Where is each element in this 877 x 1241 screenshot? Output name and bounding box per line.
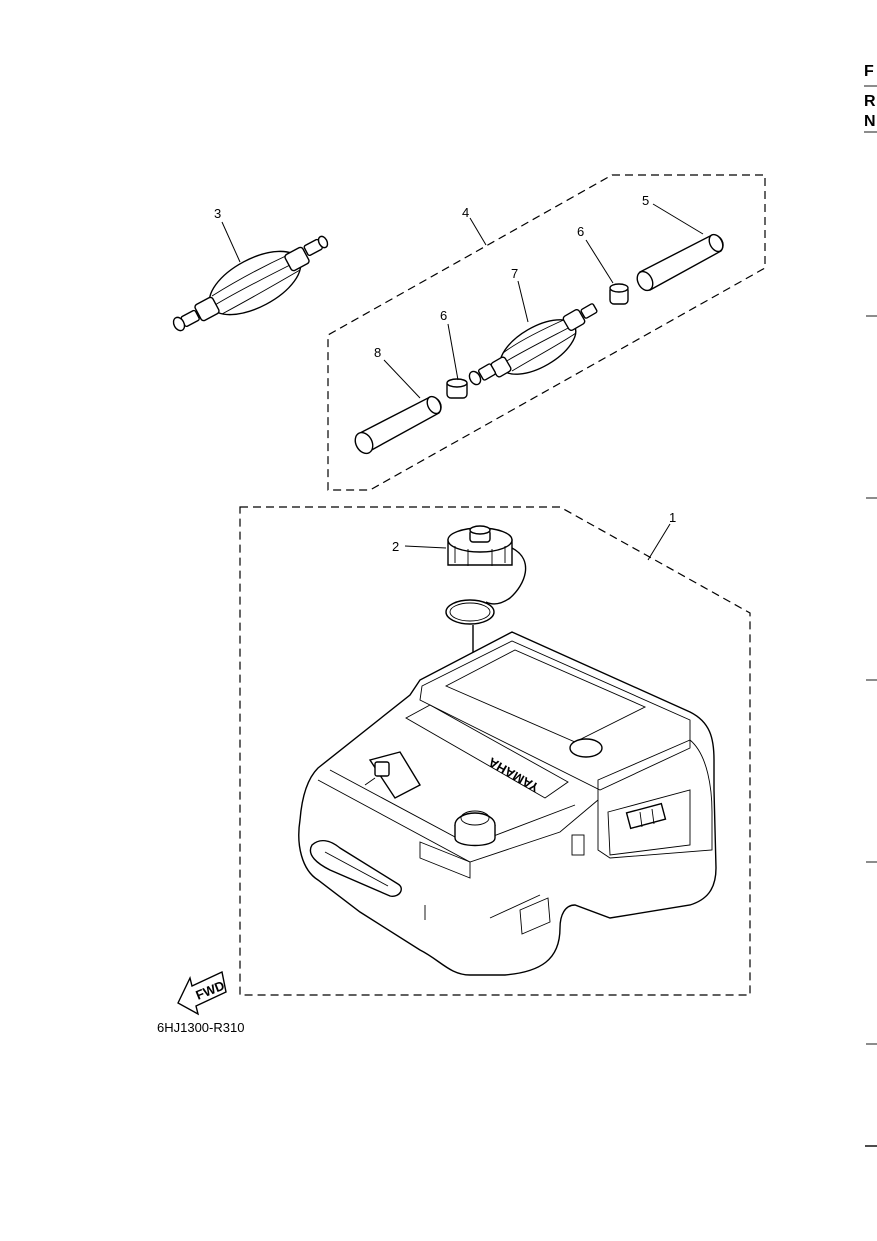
callout-5: 5 bbox=[642, 193, 649, 208]
callout-6-lower: 6 bbox=[440, 308, 447, 323]
part-2-fuel-cap bbox=[445, 525, 527, 820]
callout-6-upper: 6 bbox=[577, 224, 584, 239]
callout-7: 7 bbox=[511, 266, 518, 281]
fwd-arrow-icon: FWD bbox=[177, 970, 227, 1016]
part-5-hose bbox=[636, 233, 724, 292]
edge-letter-r: R bbox=[864, 93, 876, 110]
part-3-primer-pump bbox=[172, 235, 329, 332]
part-6-clip-lower bbox=[446, 378, 468, 399]
callout-2: 2 bbox=[392, 539, 399, 554]
part-8-hose bbox=[354, 395, 442, 455]
callout-4: 4 bbox=[462, 205, 469, 220]
edge-letter-f: F bbox=[864, 63, 874, 80]
edge-tick-marks bbox=[865, 315, 877, 1147]
part-6-clip-upper bbox=[609, 283, 629, 305]
tank-group-outline bbox=[239, 506, 751, 996]
diagram-code: 6HJ1300-R310 bbox=[157, 1020, 244, 1035]
leader-lines bbox=[221, 203, 704, 561]
callout-1: 1 bbox=[669, 510, 676, 525]
callout-3: 3 bbox=[214, 206, 221, 221]
callout-8: 8 bbox=[374, 345, 381, 360]
edge-letter-n: N bbox=[864, 113, 876, 130]
fuel-tank: YAMAHA bbox=[298, 631, 717, 976]
part-7-primer-bulb bbox=[468, 303, 598, 386]
